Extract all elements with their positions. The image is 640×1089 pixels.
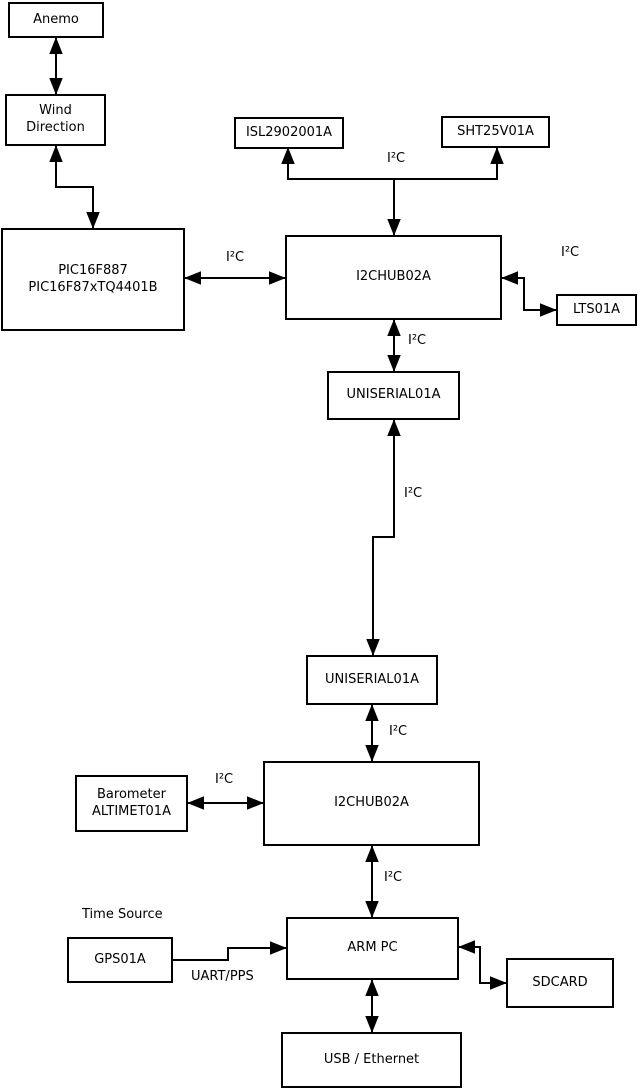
node-barometer-altimet01a-label: Barometer ALTIMET01A — [92, 786, 171, 819]
wire-winddir-pic — [49, 145, 100, 229]
wire-uniserial-link — [366, 419, 401, 656]
node-pic16f887-label: PIC16F887 PIC16F87xTQ4401B — [28, 262, 158, 295]
node-uniserial01a-bottom: UNISERIAL01A — [306, 655, 438, 705]
edge-label-time-source: Time Source — [82, 907, 163, 922]
wire-armpc-sdcard — [458, 940, 507, 990]
node-i2chub02a-top-label: I2CHUB02A — [356, 269, 431, 285]
edge-label-i2c-pic-hub: I²C — [226, 250, 245, 265]
wire-sensor-bus-branch — [281, 147, 504, 180]
edge-label-i2c-hub2-armpc: I²C — [384, 870, 403, 885]
node-i2chub02a-top: I2CHUB02A — [285, 235, 502, 320]
node-wind-direction: Wind Direction — [5, 94, 106, 146]
node-arm-pc-label: ARM PC — [347, 940, 398, 956]
node-wind-direction-label: Wind Direction — [26, 103, 85, 135]
node-uniserial01a-top: UNISERIAL01A — [327, 371, 460, 420]
node-i2chub02a-bottom-label: I2CHUB02A — [334, 795, 409, 811]
node-gps01a: GPS01A — [67, 937, 173, 983]
node-isl2902001a-label: ISL2902001A — [245, 124, 333, 140]
node-usb-ethernet: USB / Ethernet — [281, 1032, 462, 1088]
edge-label-i2c-uniserial-link: I²C — [404, 486, 423, 501]
edge-label-i2c-hub-lts: I²C — [561, 245, 580, 260]
edge-label-i2c-sensor-bus: I²C — [387, 151, 406, 166]
node-arm-pc: ARM PC — [286, 917, 459, 980]
edge-label-i2c-barometer-hub2: I²C — [215, 772, 234, 787]
node-usb-ethernet-label: USB / Ethernet — [323, 1051, 420, 1067]
node-pic16f887: PIC16F887 PIC16F87xTQ4401B — [1, 228, 185, 331]
node-isl2902001a: ISL2902001A — [234, 117, 344, 149]
node-barometer-altimet01a: Barometer ALTIMET01A — [75, 775, 188, 832]
wire-gps-armpc — [173, 941, 287, 961]
node-sht25v01a-label: SHT25V01A — [457, 123, 534, 139]
node-uniserial01a-top-label: UNISERIAL01A — [346, 387, 441, 403]
node-lts01a-label: LTS01A — [572, 301, 621, 317]
node-anemo-label: Anemo — [33, 11, 79, 27]
edge-label-i2c-hub-uniserial: I²C — [408, 333, 427, 348]
node-uniserial01a-bottom-label: UNISERIAL01A — [325, 671, 419, 687]
edge-label-uart-pps: UART/PPS — [191, 969, 254, 984]
node-sdcard: SDCARD — [506, 958, 614, 1008]
node-sdcard-label: SDCARD — [532, 974, 588, 990]
node-lts01a: LTS01A — [556, 294, 637, 326]
node-anemo: Anemo — [8, 2, 104, 38]
wire-i2chub-top-lts — [501, 271, 557, 317]
node-i2chub02a-bottom: I2CHUB02A — [263, 761, 480, 846]
edge-label-i2c-uniserial-hub2: I²C — [389, 724, 408, 739]
node-gps01a-label: GPS01A — [94, 951, 146, 967]
node-sht25v01a: SHT25V01A — [441, 116, 550, 148]
